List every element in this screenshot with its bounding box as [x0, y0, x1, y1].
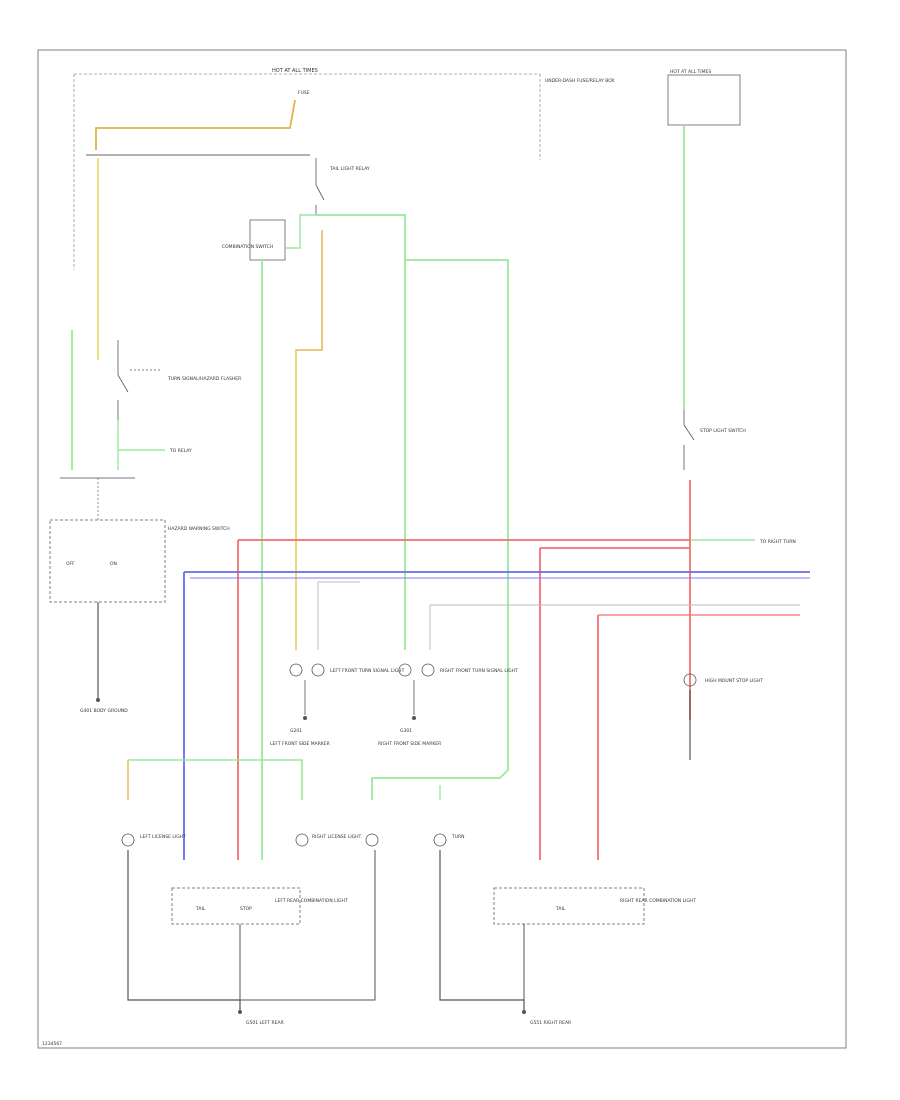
turn-signal-flasher — [117, 340, 160, 420]
ground-right-rear-label: G551 RIGHT REAR — [530, 1020, 571, 1026]
right-rear-combo-box — [493, 887, 645, 925]
right-tail-label: TAIL — [555, 906, 566, 912]
tail-light-relay — [315, 158, 325, 215]
right-license-label: RIGHT LICENSE LIGHT — [312, 834, 362, 840]
tail-light-relay-label: TAIL LIGHT RELAY — [329, 166, 370, 172]
left-front-side-marker-label: LEFT FRONT SIDE MARKER — [270, 741, 330, 747]
left-rear-combo-box — [171, 887, 301, 925]
hazard-ground-node — [96, 698, 100, 702]
right-rear-bulbs — [433, 833, 447, 847]
front-left-ground-node — [303, 716, 307, 720]
right-front-side-marker — [398, 663, 435, 715]
hot-at-all-times-label: HOT AT ALL TIMES — [272, 68, 318, 74]
green-relay-link — [286, 214, 316, 249]
left-rear-ground-node — [238, 1010, 242, 1014]
high-mount-stop-label: HIGH MOUNT STOP LIGHT — [705, 678, 763, 684]
hot-bus — [73, 73, 541, 270]
left-license-label: LEFT LICENSE LIGHT — [140, 834, 186, 840]
hazard-switch-box — [49, 519, 166, 603]
to-right-label: TO RIGHT TURN — [759, 539, 796, 545]
hazard-switch-label: HAZARD WARNING SWITCH — [168, 526, 230, 532]
right-rear-ground-node — [522, 1010, 526, 1014]
ground-front-right-label: G301 — [400, 728, 412, 734]
left-front-side-marker — [289, 663, 325, 715]
left-front-turn-label: LEFT FRONT TURN SIGNAL LIGHT — [330, 668, 405, 674]
hazard-off-label: OFF — [66, 561, 75, 567]
left-rear-bulbs — [121, 833, 379, 847]
ground-front-left-label: G201 — [290, 728, 302, 734]
ground-body-label: G401 BODY GROUND — [80, 708, 128, 714]
green-rear-left-bar — [128, 759, 303, 800]
hazard-on-label: ON — [110, 561, 117, 567]
orange-feed-wire — [95, 99, 296, 150]
diagram-frame — [37, 49, 847, 1049]
red-bus-wire — [238, 539, 691, 720]
right-fuse-box — [667, 74, 741, 126]
left-stop-label: STOP — [240, 906, 252, 912]
left-rear-ground-wire — [127, 850, 241, 1010]
turn-signal-flasher-label: TURN SIGNAL/HAZARD FLASHER — [167, 376, 241, 382]
right-rear-turn-label: TURN — [451, 834, 465, 840]
right-rear-combo-label: RIGHT REAR COMBINATION LIGHT — [620, 898, 696, 904]
fuse-box-desc: UNDER-DASH FUSE/RELAY BOX — [545, 78, 615, 84]
footer-code: 1234567 — [42, 1041, 62, 1047]
stop-light-switch — [683, 410, 695, 470]
fuse-box-label: FUSE — [298, 90, 310, 96]
combination-switch-label: COMBINATION SWITCH — [222, 244, 273, 250]
right-rear-ground-wire — [439, 850, 525, 1010]
high-mount-stop-bulb — [683, 673, 697, 687]
left-relay-box — [249, 219, 286, 261]
front-right-ground-node — [412, 716, 416, 720]
left-rear-combo-label: LEFT REAR COMBINATION LIGHT — [275, 898, 348, 904]
right-front-turn-label: RIGHT FRONT TURN SIGNAL LIGHT — [440, 668, 518, 674]
left-rear-ground-wire-2 — [239, 850, 376, 1001]
green-relay-wire — [316, 214, 509, 800]
ground-left-rear-label: G501 LEFT REAR — [246, 1020, 284, 1026]
right-hot-label: HOT AT ALL TIMES — [670, 69, 711, 75]
stop-light-switch-label: STOP LIGHT SWITCH — [700, 428, 746, 434]
right-front-side-marker-label: RIGHT FRONT SIDE MARKER — [378, 741, 441, 747]
left-tail-label: TAIL — [195, 906, 206, 912]
to-relay-label: TO RELAY — [169, 448, 192, 454]
